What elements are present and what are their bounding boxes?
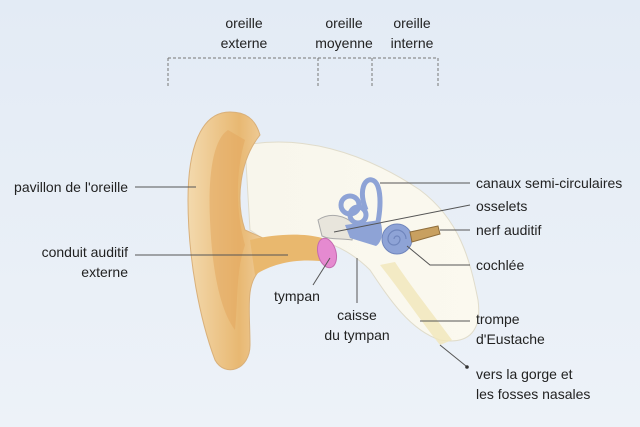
ear-canal-shape (250, 234, 328, 275)
pinna-inner (209, 130, 245, 330)
ossicles-shape (317, 214, 356, 241)
eardrum-shape (316, 237, 338, 269)
auditory-nerve-shape (409, 225, 441, 243)
label-pinna: pavillon de l'oreille (14, 179, 128, 195)
leader-lines (135, 182, 471, 367)
label-cochlea: cochlée (476, 257, 525, 273)
eustachian-tube-shape (380, 262, 452, 345)
section-bracket (167, 57, 439, 88)
cochlea-shape (381, 223, 413, 255)
label-eardrum: tympan (274, 288, 320, 304)
vestibule-shape (345, 220, 383, 246)
label-auditory-nerve: nerf auditif (476, 222, 542, 238)
label-semicircular-canals: canaux semi-circulaires (476, 175, 623, 191)
semicircular-canals-shape (338, 177, 383, 226)
label-ossicles: osselets (476, 198, 528, 214)
arrow-head (465, 365, 469, 369)
